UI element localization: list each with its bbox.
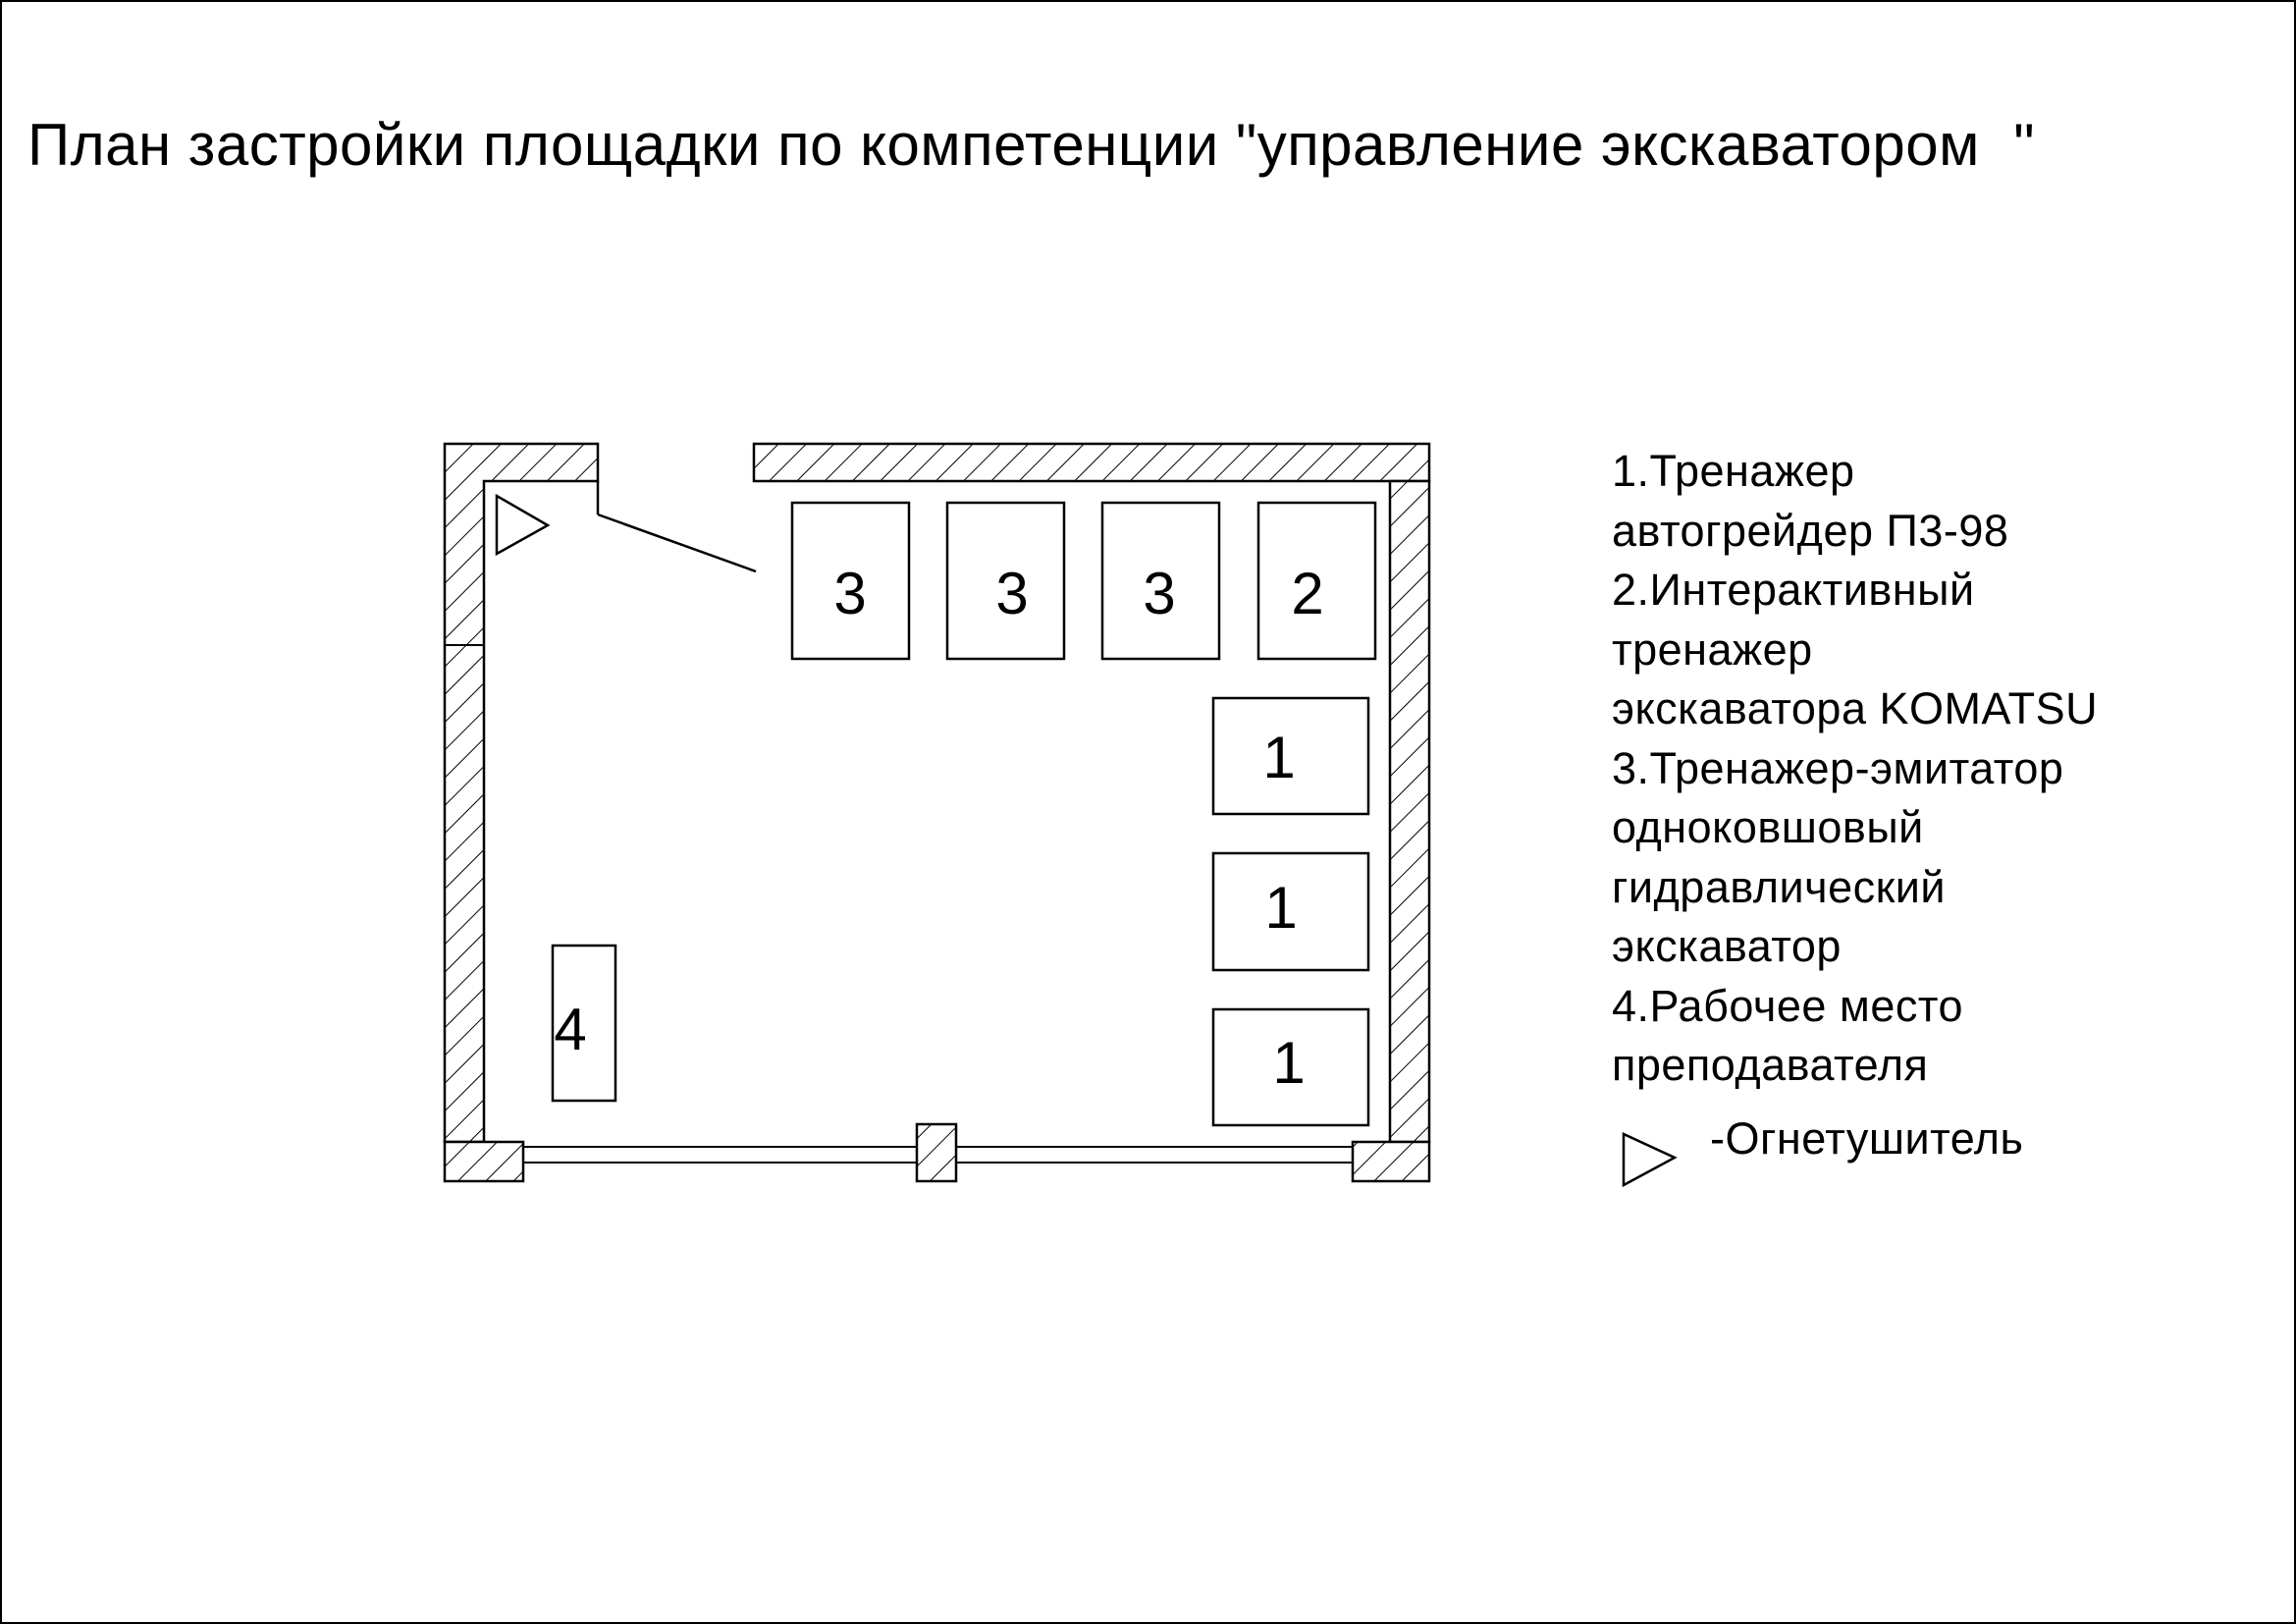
legend: 1.Тренажер автогрейдер П3-98 2.Интеракти…	[1612, 442, 2098, 1096]
workstation-2-label: 2	[1291, 561, 1323, 626]
workstation-1b-box	[1211, 851, 1370, 972]
legend-line: 3.Тренажер-эмитатор	[1612, 742, 2064, 793]
workstation-4-box	[551, 944, 617, 1103]
wall-top-right	[752, 442, 1431, 483]
workstation-3c-label: 3	[1143, 561, 1175, 626]
legend-line: тренажер	[1612, 623, 1813, 675]
workstation-3c-box	[1100, 501, 1221, 661]
workstation-4-label: 4	[554, 997, 586, 1062]
wall-bottom-right	[1351, 1140, 1431, 1183]
wall-bottom-left	[443, 1140, 525, 1183]
extinguisher-icon	[495, 493, 551, 557]
workstation-3a-box	[790, 501, 911, 661]
legend-line: 2.Интерактивный	[1612, 565, 1975, 615]
page-title: План застройки площадки по компетенции "…	[27, 112, 2036, 178]
wall-bottom-pillar	[915, 1122, 958, 1183]
legend-line: экскаватора KOMATSU	[1612, 683, 2099, 733]
legend-extinguisher-icon	[1622, 1132, 1678, 1188]
workstation-3a-label: 3	[833, 561, 866, 626]
legend-line: автогрейдер П3-98	[1612, 505, 2009, 556]
workstation-3b-label: 3	[995, 561, 1028, 626]
legend-line: одноковшовый	[1612, 802, 1924, 852]
legend-line: 1.Тренажер	[1612, 446, 1855, 496]
workstation-1b-label: 1	[1264, 875, 1297, 941]
workstation-1c-label: 1	[1272, 1030, 1305, 1096]
workstation-1a-label: 1	[1262, 725, 1295, 790]
door-leaf	[597, 513, 757, 573]
workstation-1c-box	[1211, 1007, 1370, 1127]
workstation-2-box	[1256, 501, 1377, 661]
legend-line: преподавателя	[1612, 1040, 1929, 1090]
wall-right	[1388, 479, 1431, 1144]
workstation-labels: 3 3 3 2 1 1 1 4	[554, 561, 1323, 1096]
workstation-1a-box	[1211, 696, 1370, 816]
legend-line: экскаватор	[1612, 921, 1842, 971]
windows	[523, 1146, 1353, 1164]
legend-line: гидравлический	[1612, 861, 1947, 912]
workstations	[551, 501, 1377, 1127]
walls	[443, 442, 1431, 1183]
workstation-3b-box	[945, 501, 1066, 661]
legend-line: 4.Рабочее место	[1612, 980, 1963, 1031]
legend-extinguisher-label: -Огнетушитель	[1710, 1113, 2024, 1164]
